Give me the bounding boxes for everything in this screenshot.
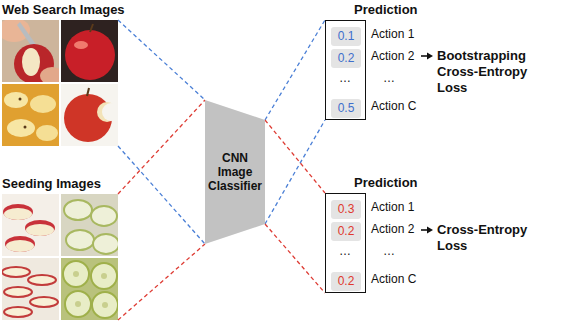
core — [102, 302, 108, 308]
action-label: Action C — [371, 98, 416, 115]
score-value: 0.2 — [338, 223, 355, 240]
highlight — [74, 41, 88, 49]
core — [101, 273, 107, 279]
dashed-connector — [118, 100, 205, 194]
photo-ground — [61, 194, 118, 256]
classifier-trapezoid: CNN Image Classifier — [205, 100, 265, 244]
score-cell: 0.3 — [331, 200, 361, 219]
photo-ground — [61, 258, 118, 320]
apple-slice — [91, 263, 117, 289]
prediction-heading: Prediction — [354, 2, 418, 18]
apple-slice — [26, 224, 54, 236]
apple-slice — [4, 307, 32, 317]
score-value: 0.2 — [338, 50, 355, 67]
apple-slice — [30, 95, 56, 113]
apple-photo — [2, 258, 59, 320]
apple-slice — [7, 119, 35, 137]
ellipsis: … — [330, 70, 360, 87]
prediction-heading: Prediction — [354, 175, 418, 191]
trapezoid-shape — [205, 100, 265, 244]
apple-slice — [5, 236, 35, 252]
seed — [19, 98, 22, 101]
score-cell: 0.2 — [331, 272, 361, 291]
ellipsis: … — [330, 243, 360, 260]
apple-photo — [2, 84, 59, 146]
score-value: 0.2 — [338, 273, 355, 290]
score-value: 0.1 — [338, 28, 355, 45]
apple-slice — [92, 292, 118, 318]
ellipsis: … — [383, 243, 395, 260]
image-panel: Web Search Images — [2, 20, 118, 146]
apple-slice — [4, 287, 32, 297]
prediction-box: Prediction0.30.20.2 — [325, 193, 366, 293]
apple-photo — [61, 194, 118, 256]
apple-slice — [4, 92, 28, 108]
score-cell: 0.1 — [331, 27, 361, 46]
dashed-connector — [118, 244, 205, 320]
apple-photo — [2, 20, 59, 82]
classifier-label: CNN Image Classifier — [206, 151, 264, 193]
score-cell: 0.2 — [331, 222, 361, 241]
apple-slice — [63, 261, 89, 287]
score-value: 0.5 — [338, 100, 355, 117]
photo-ground — [61, 20, 118, 82]
loss-label: Bootstrapping Cross-Entropy Loss — [437, 48, 541, 96]
apple-flesh — [22, 48, 40, 76]
apple-slice — [25, 220, 55, 236]
apple-slice — [36, 125, 58, 141]
photo-ground — [2, 194, 59, 256]
apple-slice — [28, 275, 56, 285]
score-value: 0.3 — [338, 201, 355, 218]
apple-photo — [61, 84, 118, 146]
ellipsis: … — [383, 70, 395, 87]
stem — [87, 88, 89, 96]
score-cell: 0.2 — [331, 49, 361, 68]
loss-arrowhead — [427, 53, 433, 60]
action-label: Action 2 — [371, 221, 414, 238]
prediction-box: Prediction0.10.20.5 — [325, 20, 366, 120]
action-label: Action 1 — [371, 26, 414, 43]
apple-slice — [91, 206, 117, 226]
loss-label: Cross-Entropy Loss — [437, 222, 541, 254]
dashed-connector — [265, 224, 325, 293]
apple-photo — [2, 194, 59, 256]
core — [73, 271, 79, 277]
panel-heading: Seeding Images — [2, 176, 101, 192]
score-cell: 0.5 — [331, 99, 361, 118]
stem — [90, 24, 93, 32]
apple-slice — [4, 208, 32, 220]
dashed-connector — [265, 120, 325, 224]
loss-arrowhead — [427, 227, 433, 234]
apple — [65, 30, 115, 80]
apple-slice — [64, 200, 92, 220]
bite — [102, 103, 118, 121]
apple-photo — [61, 258, 118, 320]
dashed-connector — [118, 20, 205, 100]
photo-ground — [2, 258, 59, 320]
apple-slice — [6, 240, 34, 252]
apple-photo — [61, 20, 118, 82]
core — [75, 301, 81, 307]
apple-slice — [30, 297, 58, 307]
action-label: Action 1 — [371, 199, 414, 216]
image-panel: Seeding Images — [2, 194, 118, 320]
dashed-connector — [265, 120, 325, 193]
apple-slice — [93, 234, 118, 254]
apple-slice — [65, 291, 91, 317]
dashed-connector — [265, 20, 325, 120]
dashed-connector — [118, 146, 205, 244]
seed — [24, 126, 27, 129]
action-label: Action C — [371, 271, 416, 288]
panel-heading: Web Search Images — [2, 2, 125, 18]
apple-slice — [2, 267, 30, 277]
apple-slice — [66, 230, 94, 250]
photo-ground — [2, 84, 59, 146]
hand — [40, 67, 59, 82]
action-label: Action 2 — [371, 48, 414, 65]
apple-slice — [3, 204, 33, 220]
